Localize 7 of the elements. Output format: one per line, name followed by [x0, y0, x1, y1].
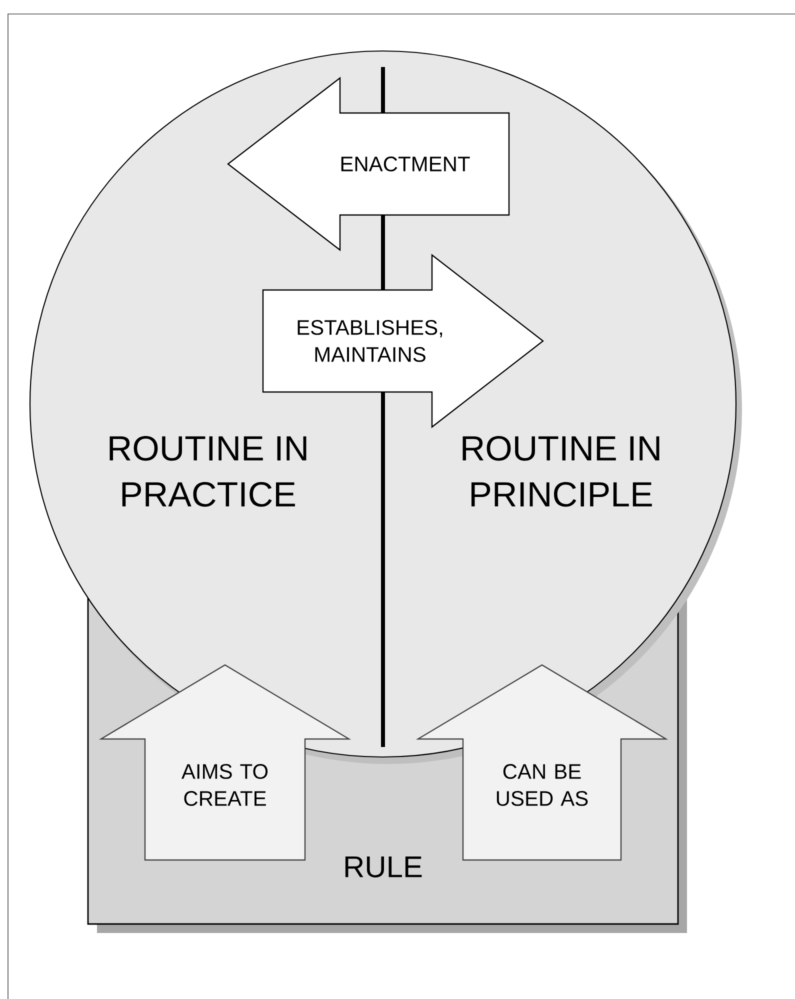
- block-arrow: [416, 664, 668, 861]
- arrow-label: CAN BE USED AS: [496, 764, 588, 806]
- block-arrow: [262, 254, 544, 428]
- block-arrow: [98, 664, 352, 861]
- block-arrow: [227, 76, 510, 252]
- arrow-label: AIMS TO CREATE: [181, 764, 268, 806]
- rule-label: RULE: [345, 856, 422, 878]
